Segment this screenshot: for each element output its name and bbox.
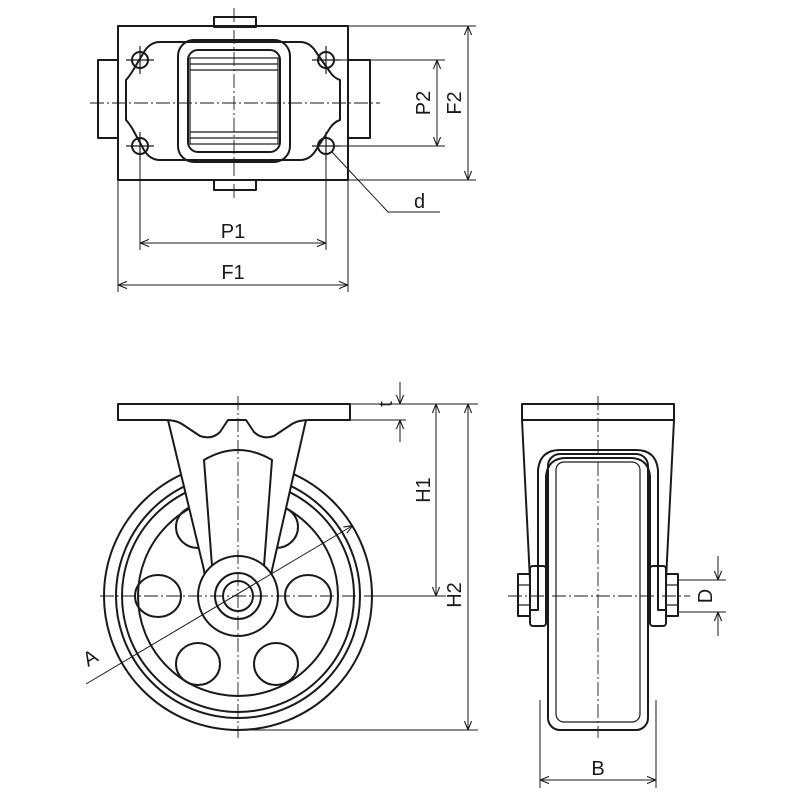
bolt-hole-bottom-left — [126, 132, 154, 160]
f2-label: F2 — [444, 91, 466, 114]
a-diameter-line — [85, 526, 352, 685]
f1-label: F1 — [221, 262, 244, 284]
top-plate-inner-contour — [125, 41, 341, 161]
wheel-hole-lower-right — [253, 642, 299, 686]
axle-nut-top — [213, 16, 257, 28]
a-label: A — [79, 645, 102, 671]
b-label: B — [591, 758, 604, 780]
axle-nut-right — [665, 573, 679, 617]
axle-nut-left — [517, 573, 531, 617]
h2-label: H2 — [444, 582, 466, 608]
side-view: D B — [508, 396, 726, 788]
p1-label: P1 — [221, 221, 245, 243]
d-small-label: d — [414, 191, 425, 213]
p2-label: P2 — [413, 91, 435, 115]
front-view: A t H1 H2 — [79, 382, 478, 738]
d-big-label: D — [695, 589, 717, 603]
bolt-hole-top-left — [126, 46, 154, 74]
wheel-hole-lower-left — [175, 642, 221, 686]
right-boss — [345, 59, 371, 139]
mounting-plate-front — [117, 403, 351, 439]
h1-label: H1 — [413, 477, 435, 503]
top-view: P1 F1 P2 F2 d — [90, 8, 476, 292]
axle-nut-bottom — [213, 179, 257, 191]
d-leader-line — [331, 151, 440, 213]
